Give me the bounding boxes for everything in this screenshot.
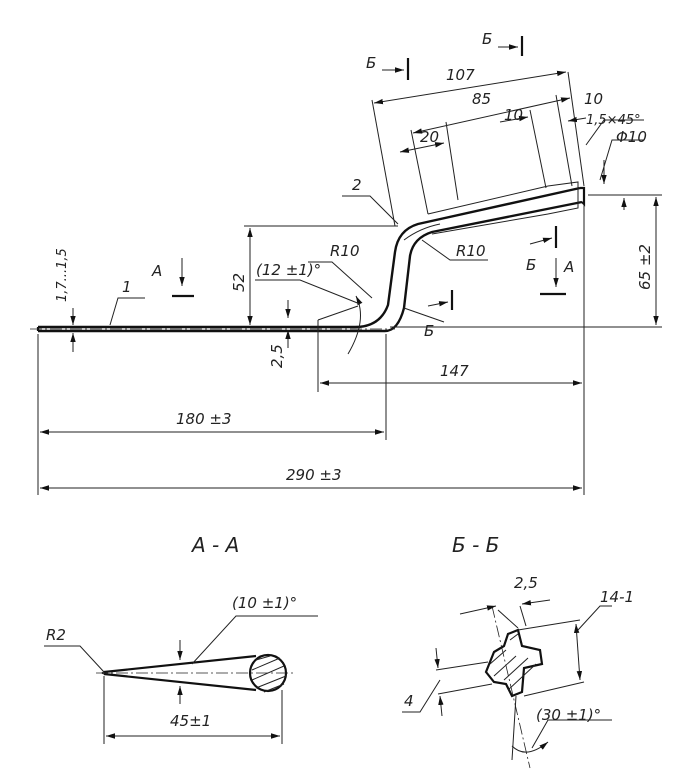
radius-upper-dim: R10	[456, 242, 486, 260]
length-20-dim: 20	[420, 128, 439, 146]
thickness-dim: 1,7...1,5	[55, 248, 70, 302]
diameter-dim: Φ10	[616, 128, 647, 146]
section-mark-a-left: А	[151, 262, 162, 280]
section-mark-b-bottom: Б	[424, 322, 434, 340]
length-180-dim: 180 ±3	[176, 410, 232, 428]
length-290-dim: 290 ±3	[286, 466, 342, 484]
cross-section-shape	[484, 628, 544, 698]
section-aa-length: 45±1	[170, 712, 211, 730]
length-10a-dim: 10	[504, 106, 523, 124]
height-65-dim: 65 ±2	[636, 244, 654, 290]
radius-lower-dim: R10	[330, 242, 360, 260]
section-bb-width-2-5: 2,5	[514, 574, 538, 592]
part-outline	[36, 181, 586, 333]
section-aa-radius: R2	[46, 626, 66, 644]
dimension-lines	[40, 70, 659, 491]
section-mark-b-right: Б	[526, 256, 536, 274]
section-mark-b-top-left: Б	[366, 54, 376, 72]
section-aa-angle: (10 ±1)°	[232, 594, 297, 612]
section-bb-title: Б - Б	[452, 533, 499, 557]
section-bb-width-4: 4	[404, 692, 414, 710]
leader-lines	[109, 119, 644, 326]
section-bb-angle: (30 ±1)°	[536, 706, 601, 724]
angle-12-dim: (12 ±1)°	[256, 261, 321, 279]
length-85-dim: 85	[472, 90, 491, 108]
section-bb: Б - Б 2,5 14-1 4 (30 ±1)°	[402, 533, 634, 769]
main-view-labels: 1 2 А А Б Б Б Б 1,7...1,5 52 (12 ±1)° R1…	[55, 30, 654, 484]
length-107-dim: 107	[446, 66, 475, 84]
section-mark-a-right: А	[563, 258, 574, 276]
height-52-dim: 52	[230, 273, 248, 292]
section-aa-title: А - А	[190, 533, 239, 557]
section-aa: А - А R2 (10 ±1)° 45±1	[44, 533, 318, 744]
length-147-dim: 147	[440, 362, 469, 380]
section-bb-width-14: 14-1	[600, 588, 634, 606]
section-markers	[172, 36, 566, 310]
part-label-2: 2	[352, 176, 362, 194]
main-view: 1 2 А А Б Б Б Б 1,7...1,5 52 (12 ±1)° R1…	[30, 30, 662, 495]
section-mark-b-top-right: Б	[482, 30, 492, 48]
gap-2-5-dim: 2,5	[268, 344, 286, 368]
cross-hatching	[489, 633, 537, 691]
chamfer-dim: 1,5×45°	[586, 113, 641, 128]
length-10b-dim: 10	[584, 90, 603, 108]
part-label-1: 1	[122, 278, 132, 296]
